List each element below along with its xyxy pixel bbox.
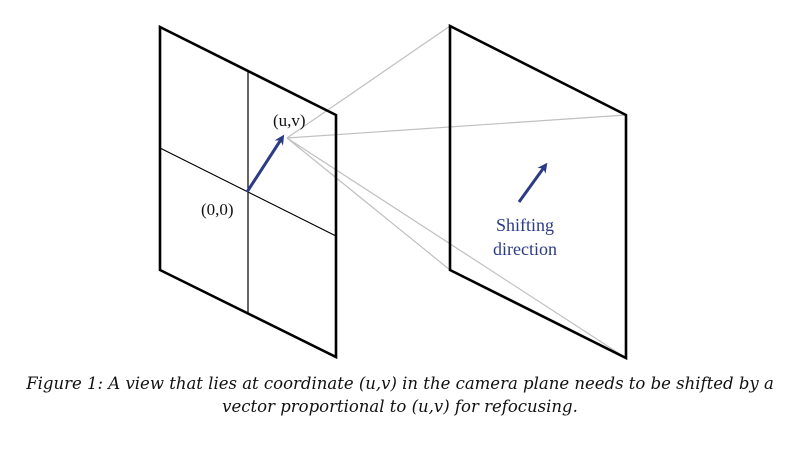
- projection-rays: [286, 25, 627, 359]
- shift-direction-arrow: [517, 162, 548, 203]
- camera-plane-frame: [158, 24, 338, 360]
- label-direction: direction: [493, 239, 557, 259]
- caption-line-1: Figure 1: A view that lies at coordinate…: [26, 374, 774, 393]
- figure-caption: Figure 1: A view that lies at coordinate…: [10, 372, 790, 418]
- ray-bottom-left: [286, 137, 451, 271]
- image-plane-frame: [448, 23, 628, 361]
- ray-top-right: [286, 114, 627, 139]
- image-plane: [448, 23, 628, 361]
- view-vector-arrow: [245, 134, 285, 193]
- label-shifting: Shifting: [496, 215, 554, 235]
- label-uv: (u,v): [273, 111, 306, 130]
- ray-top-left: [286, 25, 451, 139]
- caption-line-2: vector proportional to (u,v) for refocus…: [222, 397, 578, 416]
- ray-bottom-right: [286, 137, 627, 359]
- label-origin: (0,0): [201, 200, 234, 219]
